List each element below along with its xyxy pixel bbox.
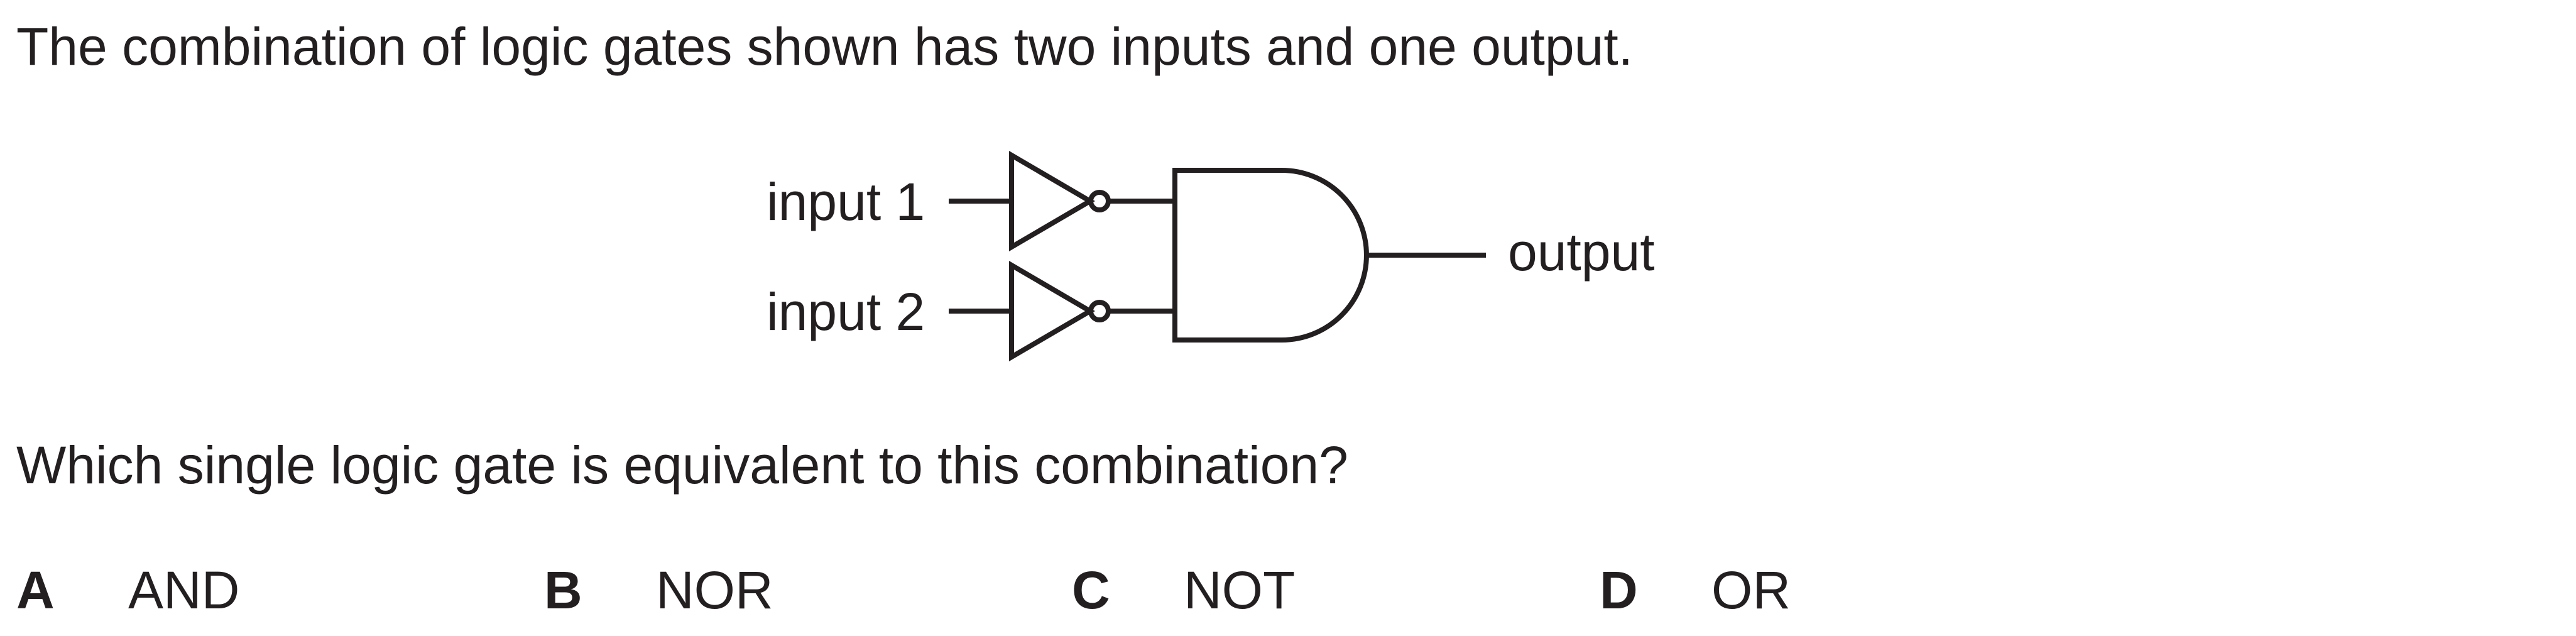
- option-c-text[interactable]: NOT: [1184, 561, 1296, 620]
- input-1-label: input 1: [767, 172, 925, 231]
- option-a-letter[interactable]: A: [16, 561, 55, 620]
- input-2-label: input 2: [767, 282, 925, 341]
- option-a-text[interactable]: AND: [128, 561, 240, 620]
- not-gate-2: [1009, 261, 1095, 361]
- option-c-letter[interactable]: C: [1072, 561, 1110, 620]
- option-b-text[interactable]: NOR: [656, 561, 773, 620]
- not-gate-1: [1009, 151, 1095, 251]
- option-d-letter[interactable]: D: [1600, 561, 1638, 620]
- output-label: output: [1508, 222, 1655, 282]
- option-d-text[interactable]: OR: [1711, 561, 1791, 620]
- intro-text: The combination of logic gates shown has…: [16, 17, 1633, 76]
- and-gate: [1172, 168, 1369, 343]
- question-prompt: Which single logic gate is equivalent to…: [16, 436, 1348, 495]
- option-b-letter[interactable]: B: [544, 561, 582, 620]
